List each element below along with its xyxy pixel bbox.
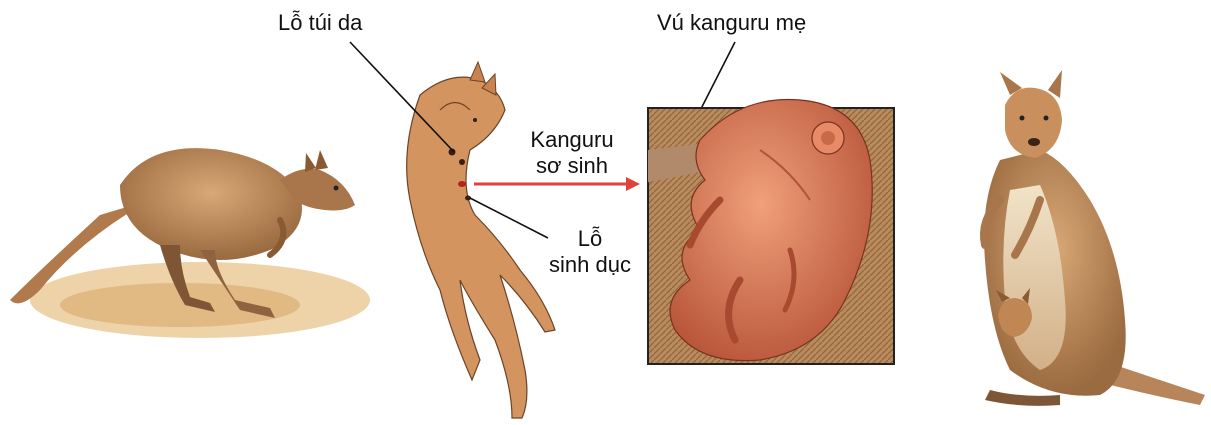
label-genital-line2: sinh dục	[540, 252, 640, 278]
label-genital-opening: Lỗ sinh dục	[540, 226, 640, 278]
kangaroo-mother-outline-icon	[407, 62, 555, 418]
label-newborn-line1: Kanguru	[512, 127, 632, 153]
label-genital-line1: Lỗ	[540, 226, 640, 252]
label-pouch-opening: Lỗ túi da	[278, 10, 362, 36]
label-mother-teat: Vú kanguru mẹ	[657, 10, 806, 36]
kangaroo-hopping-icon	[10, 148, 370, 338]
kangaroo-with-joey-icon	[984, 70, 1205, 406]
label-newborn: Kanguru sơ sinh	[512, 127, 632, 179]
migration-arrow	[474, 177, 640, 191]
label-newborn-line2: sơ sinh	[512, 153, 632, 179]
newborn-joey-icon	[648, 100, 894, 365]
